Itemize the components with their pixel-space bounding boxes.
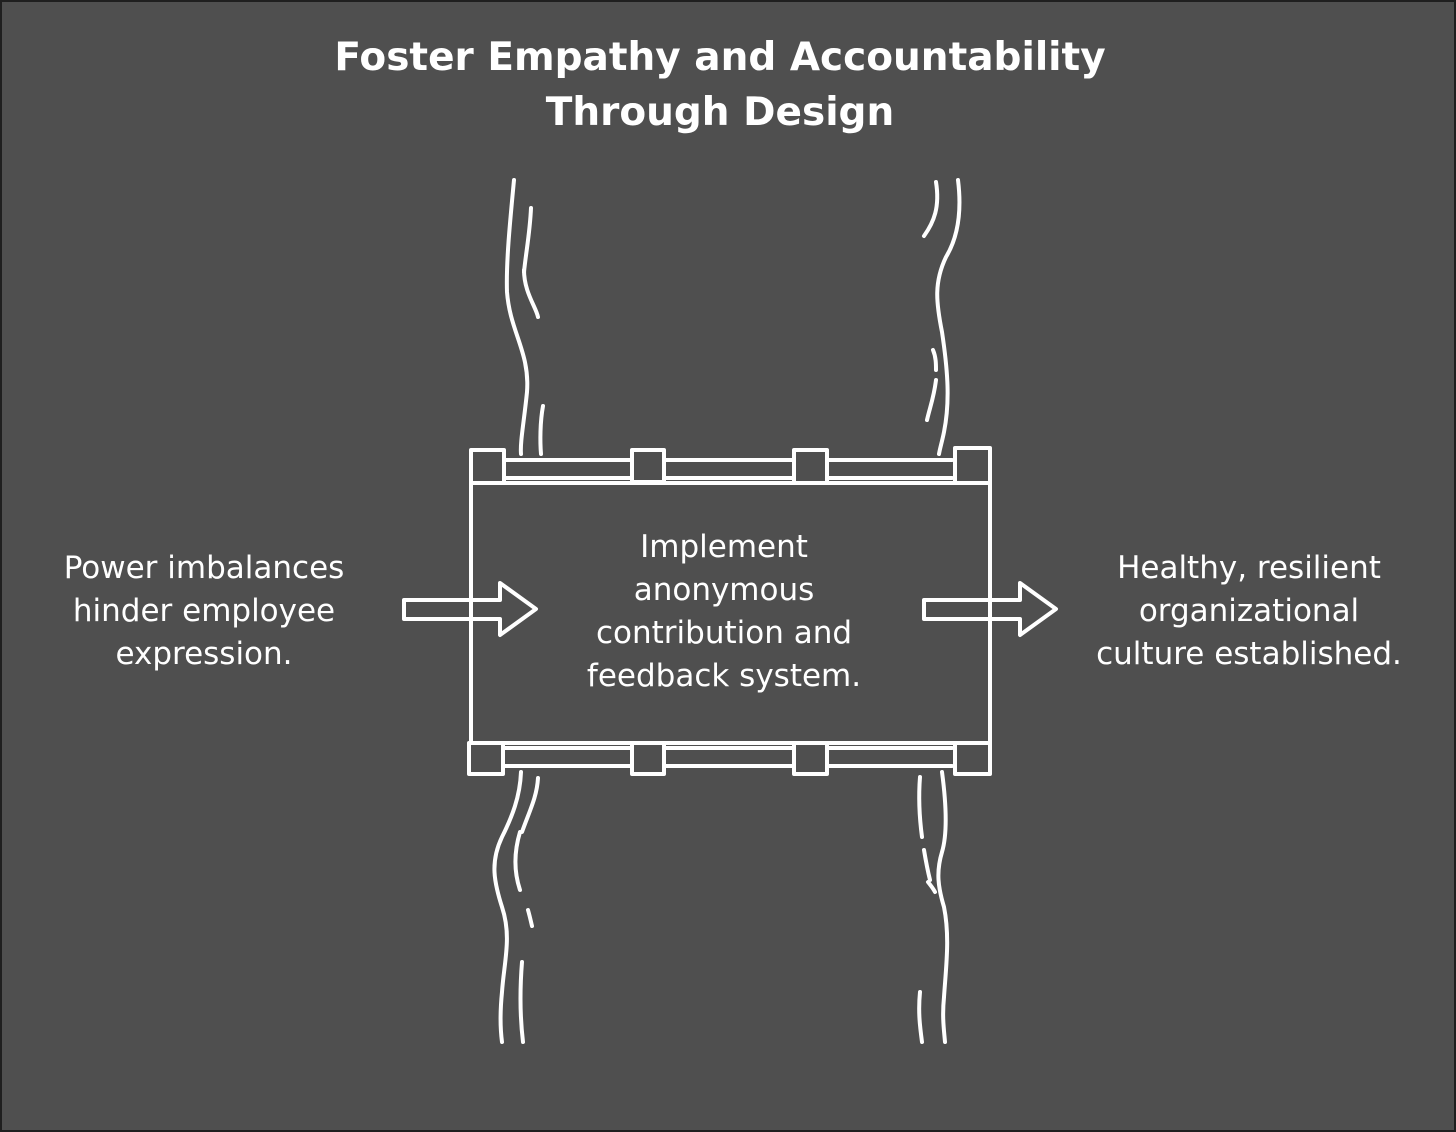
arrow-right-icon: [402, 581, 538, 637]
process-line-2: anonymous: [633, 572, 815, 608]
pipe-top-right: [922, 178, 962, 456]
pipe-bottom-left: [492, 770, 540, 1044]
title-line-1: Foster Empathy and Accountability: [334, 35, 1106, 80]
input-line-2: hinder employee: [72, 593, 336, 629]
output-line-2: organizational: [1138, 593, 1360, 629]
process-line-1: Implement: [640, 529, 808, 565]
output-description: Healthy, resilient organizational cultur…: [1064, 547, 1434, 676]
process-description: Implement anonymous contribution and fee…: [542, 526, 906, 698]
process-line-4: feedback system.: [586, 658, 862, 694]
arrow-right-icon: [922, 581, 1058, 637]
output-line-1: Healthy, resilient: [1117, 550, 1381, 586]
title-line-2: Through Design: [545, 90, 895, 135]
input-description: Power imbalances hinder employee express…: [30, 547, 378, 676]
input-line-3: expression.: [115, 636, 293, 672]
process-line-3: contribution and: [595, 615, 853, 651]
conduit-box: [467, 446, 992, 776]
pipe-bottom-right: [917, 770, 950, 1044]
output-line-3: culture established.: [1096, 636, 1402, 672]
input-line-1: Power imbalances: [63, 550, 345, 586]
pipe-top-left: [504, 178, 545, 456]
page-title: Foster Empathy and Accountability Throug…: [2, 30, 1438, 140]
